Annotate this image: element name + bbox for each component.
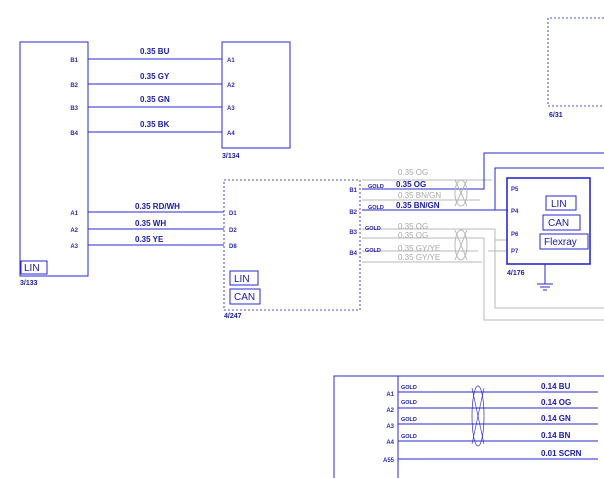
connector-3-134: A1 A2 A3 A4 3/134 (221, 41, 291, 160)
gold-label: GOLD (401, 434, 417, 440)
pin-label: A55 (383, 458, 395, 464)
wires-top: 0.35 BU 0.35 GY 0.35 GN 0.35 BK (88, 47, 222, 133)
pin-label: D2 (229, 228, 237, 234)
lin-label: LIN (551, 199, 567, 210)
gold-label: GOLD (368, 184, 384, 190)
lin-label: LIN (234, 274, 250, 285)
wire-label: 0.35 OG (398, 222, 428, 231)
flexray-label: Flexray (544, 237, 577, 248)
connector-3-133: B1 B2 B3 B4 A1 A2 A3 LIN 3/133 (19, 41, 89, 287)
pin-label: P6 (511, 232, 519, 238)
pin-label: B4 (349, 251, 357, 257)
pin-label: A3 (70, 244, 78, 250)
pin-label: A1 (386, 392, 394, 398)
pin-label: B2 (70, 83, 78, 89)
pin-label: A4 (386, 440, 394, 446)
wire-label: 0.14 BU (541, 382, 571, 391)
wire-label: 0.35 BK (140, 120, 170, 129)
lin-label: LIN (24, 263, 40, 274)
connector-ref: 6/31 (549, 112, 563, 119)
wire-label: 0.35 GN (140, 95, 170, 104)
connector-4-176: P5 P4 P6 P7 LIN CAN Flexray 4/176 (506, 177, 591, 291)
wire-label: 0.35 BN/GN (398, 191, 441, 200)
pin-label: B4 (70, 131, 78, 137)
wire-label: 0.35 GY (140, 72, 170, 81)
wire-label: 0.35 BN/GN (396, 201, 440, 210)
wire-label: 0.35 RD/WH (135, 202, 180, 211)
connector-ref: 4/247 (224, 313, 242, 320)
gold-label: GOLD (368, 205, 384, 211)
connector-bottom: A1 A2 A3 A4 A55 GOLD GOLD GOLD GOLD 0.14… (333, 375, 604, 478)
can-label: CAN (548, 218, 569, 229)
wires-mid: 0.35 RD/WH 0.35 WH 0.35 YE (88, 202, 224, 246)
pin-label: D8 (229, 244, 237, 250)
wire-label: 0.14 GN (541, 414, 571, 423)
gold-label: GOLD (401, 400, 417, 406)
pin-label: A3 (227, 106, 235, 112)
wire-label: 0.35 WH (135, 219, 166, 228)
pin-label: P4 (511, 209, 519, 215)
wires-right: 0.35 OG GOLD 0.35 OG 0.35 BN/GN GOLD 0.3… (362, 152, 604, 321)
wire-label: 0.35 OG (398, 231, 428, 240)
gold-label: GOLD (365, 226, 381, 232)
pin-label: B1 (70, 58, 78, 64)
wire-label: 0.35 YE (135, 235, 164, 244)
gold-label: GOLD (365, 248, 381, 254)
pin-label: B3 (70, 106, 78, 112)
pin-label: A2 (227, 83, 235, 89)
can-label: CAN (234, 292, 255, 303)
wire-label: 0.14 OG (541, 398, 571, 407)
connector-6-31: 6/31 (547, 17, 604, 119)
pin-label: B1 (349, 188, 357, 194)
wire-label: 0.35 BU (140, 47, 170, 56)
pin-label: A4 (227, 131, 235, 137)
pin-label: A1 (227, 58, 235, 64)
connector-ref: 3/133 (20, 280, 38, 287)
pin-label: P7 (511, 249, 519, 255)
pin-label: A2 (386, 408, 394, 414)
wire-label: 0.35 GY/YE (398, 244, 440, 253)
wire-label: 0.35 OG (396, 180, 426, 189)
wire-label: 0.01 SCRN (541, 449, 582, 458)
pin-label: P5 (511, 187, 519, 193)
connector-ref: 3/134 (222, 153, 240, 160)
pin-label: D1 (229, 211, 237, 217)
pin-label: A2 (70, 228, 78, 234)
wire-label: 0.35 OG (398, 168, 428, 177)
gold-label: GOLD (401, 417, 417, 423)
pin-label: B2 (349, 210, 357, 216)
wire-label: 0.14 BN (541, 431, 571, 440)
pin-label: A1 (70, 211, 78, 217)
pin-label: A3 (386, 424, 394, 430)
connector-ref: 4/176 (507, 270, 525, 277)
wire-label: 0.35 GY/YE (398, 253, 440, 262)
pin-label: B3 (349, 230, 357, 236)
gold-label: GOLD (401, 385, 417, 391)
connector-4-247: D1 D2 D8 B1 B2 B3 B4 LIN CAN 4/247 (223, 179, 361, 320)
